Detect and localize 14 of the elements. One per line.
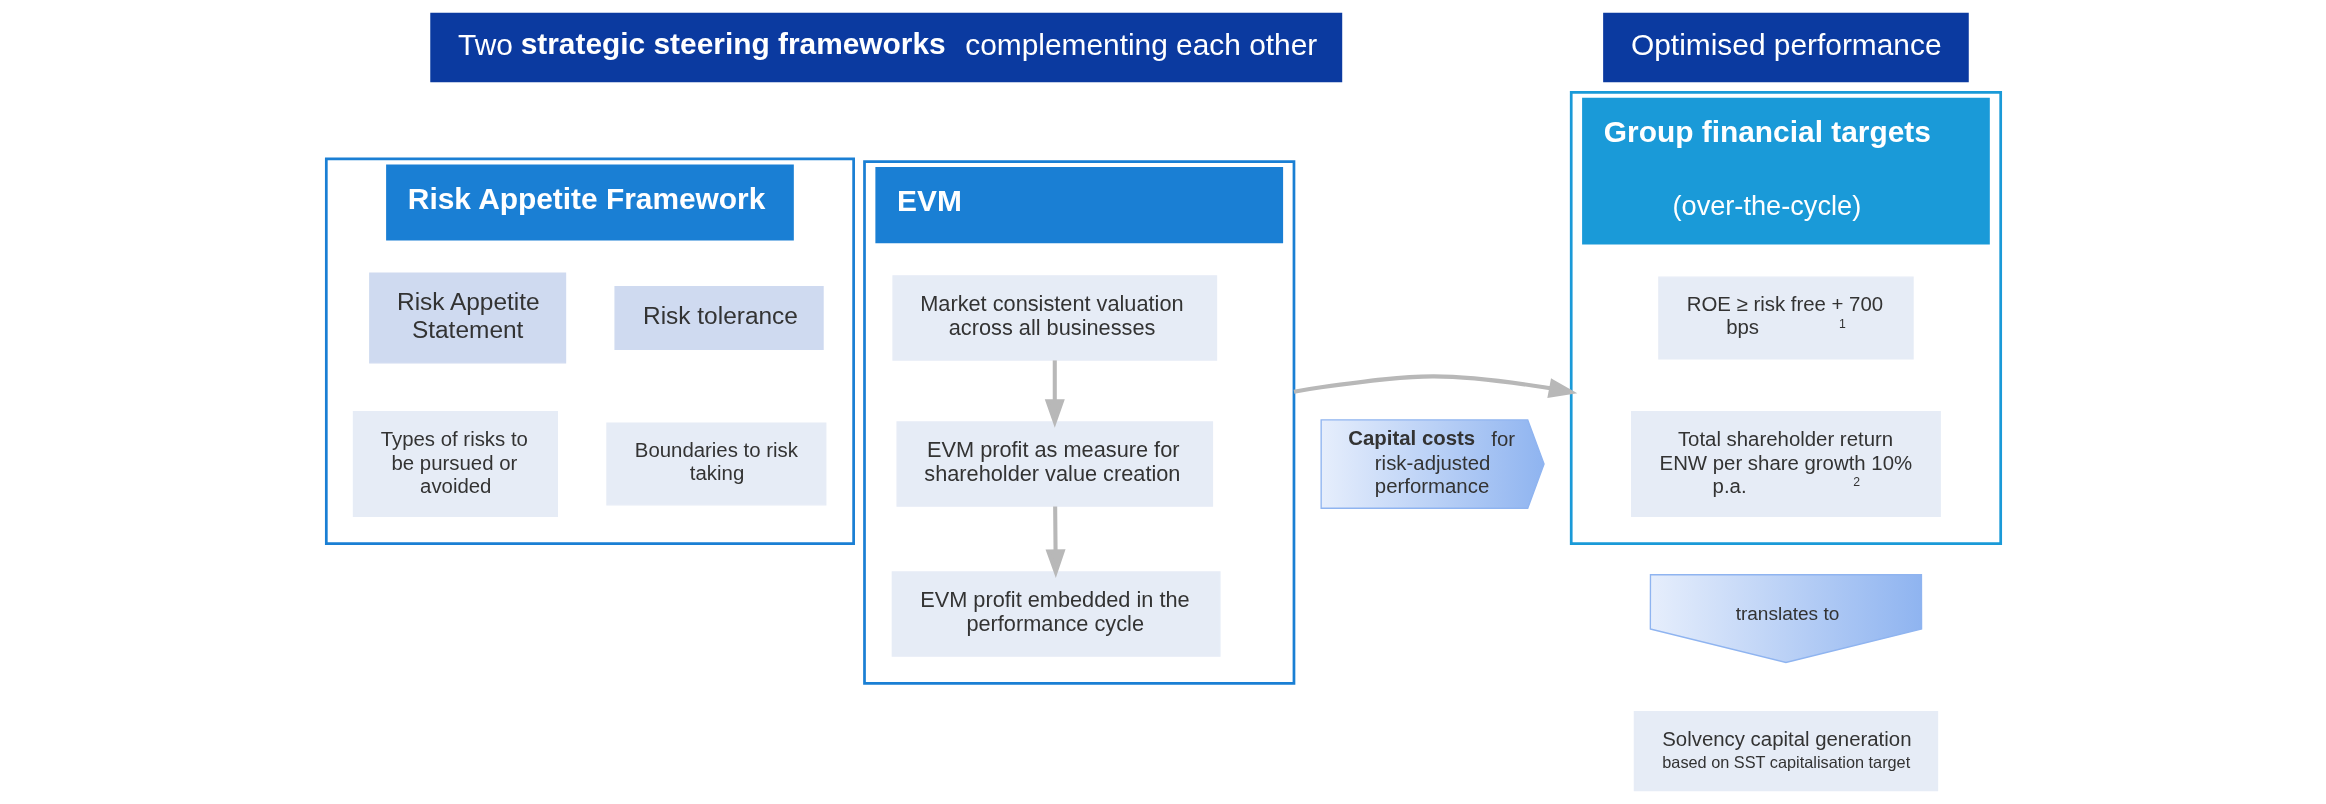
node-box: EVM profit embedded in the performance cycle [891, 571, 1221, 657]
node-box: Risk tolerance [613, 286, 824, 350]
node-box: Boundaries to risk taking [605, 422, 826, 506]
node-box: EVM profit as measure for shareholder value creation [895, 421, 1213, 507]
node-box: Total shareholder return ENW per share growth 10% p.a.2 [1630, 411, 1941, 518]
node-box: Solvency capital generation based on SST capitalisation target [1633, 710, 1938, 792]
node-box: Market consistent valuation across all businesses [891, 275, 1217, 361]
node-box: Types of risks to be pursued or avoided [352, 411, 558, 518]
arrow [1045, 506, 1066, 579]
node-box: Optimised performance [1602, 12, 1969, 83]
node-box: Risk Appetite Statement [368, 272, 566, 364]
arrow [1044, 360, 1065, 428]
arrow [1293, 374, 1577, 398]
node-box: Two strategic steering frameworks complementing each other [429, 12, 1342, 83]
